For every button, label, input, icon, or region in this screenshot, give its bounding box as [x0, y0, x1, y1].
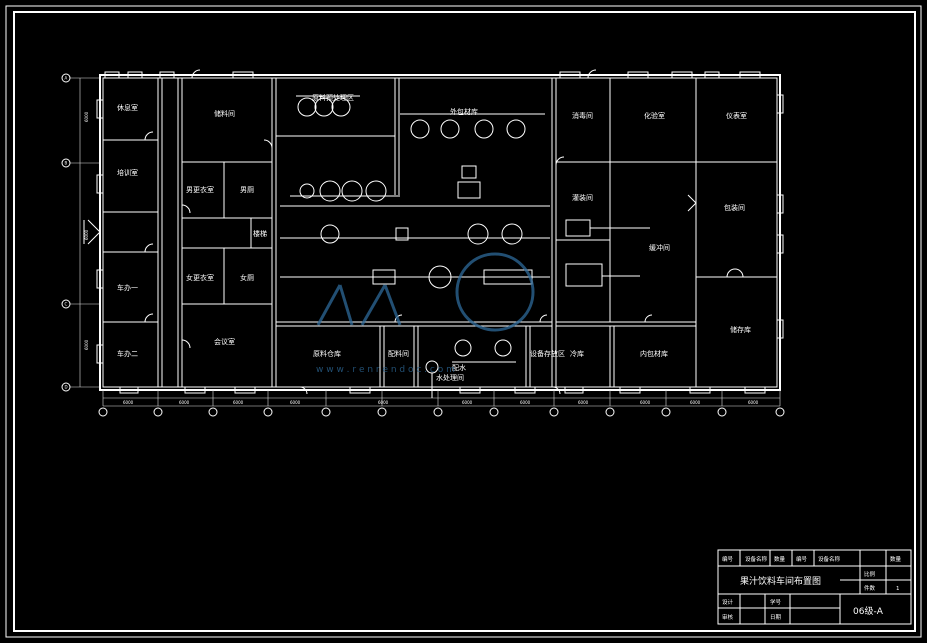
- tb-header: 设备名称: [745, 555, 768, 563]
- dimension-labels: 6000 6000 6000 6000 6000 6000 6000 6000 …: [84, 111, 759, 405]
- tb-header: 编号: [722, 555, 734, 563]
- windows-sides: [96, 94, 784, 364]
- room-label: 外包材库: [450, 107, 478, 116]
- room-label: 内包材库: [640, 349, 668, 358]
- column-axis: [103, 397, 780, 407]
- room-label: 女厕: [240, 273, 254, 282]
- title-block: 编号 设备名称 数量 编号 设备名称 数量 果汁饮料车间布置图 比例 件数 1 …: [717, 549, 912, 625]
- row-label: D: [65, 385, 68, 390]
- tb-header: 设备名称: [818, 555, 841, 563]
- room-label: 原料仓库: [313, 349, 341, 358]
- room-label: 培训室: [117, 168, 138, 177]
- tb-student-no-label: 学号: [770, 598, 782, 606]
- room-label: 车办二: [117, 349, 138, 358]
- row-dim: 6000: [84, 229, 89, 240]
- equipment: [280, 95, 650, 398]
- row-axis-bubbles: A B C D: [61, 73, 71, 392]
- room-label: 配料间: [388, 349, 409, 358]
- row-dim: 6000: [84, 339, 89, 350]
- column-axis-bubbles: [98, 390, 785, 417]
- tb-header: 数量: [774, 555, 786, 563]
- interior-walls: [102, 77, 778, 388]
- row-label: A: [65, 76, 68, 81]
- col-dim: 6000: [462, 400, 473, 405]
- col-dim: 6000: [179, 400, 190, 405]
- row-label: C: [65, 302, 68, 307]
- col-dim: 6000: [290, 400, 301, 405]
- room-label: 灌装间: [572, 193, 593, 202]
- room-label: 仪表室: [726, 111, 747, 120]
- room-label: 休息室: [117, 103, 138, 112]
- room-label: 会议室: [214, 337, 235, 346]
- col-dim: 6000: [123, 400, 134, 405]
- room-label: 男更衣室: [186, 185, 214, 194]
- room-labels: 休息室 培训室 储料间 男更衣室 女更衣室 男厕 女厕 楼梯 车办一 车办二 会…: [117, 93, 751, 382]
- tb-date-label: 日期: [770, 614, 782, 621]
- row-label: B: [65, 161, 68, 166]
- col-dim: 6000: [578, 400, 589, 405]
- col-dim: 6000: [378, 400, 389, 405]
- room-label: 包装间: [724, 203, 745, 212]
- room-label: 化验室: [644, 111, 665, 120]
- room-label: 车办一: [117, 283, 138, 292]
- room-label: 水处理间: [436, 373, 464, 382]
- room-label: 消毒间: [572, 111, 593, 120]
- tb-sheet-value: 1: [896, 586, 900, 592]
- tb-header: 数量: [890, 555, 902, 563]
- tb-header: 编号: [796, 555, 808, 563]
- row-dim: 6000: [84, 111, 89, 122]
- col-dim: 6000: [748, 400, 759, 405]
- room-label: 原料预处理区: [312, 93, 354, 102]
- room-label: 配水: [452, 363, 466, 372]
- tb-design-label: 设计: [722, 598, 734, 606]
- row-axis-lines: [70, 77, 100, 388]
- drawing-number: 06级-A: [853, 605, 884, 617]
- tb-scale-label: 比例: [864, 570, 876, 578]
- watermark: w w w . r e n r e n d o c . c o m: [316, 252, 535, 375]
- tb-sheet-label: 件数: [864, 584, 876, 592]
- col-dim: 6000: [640, 400, 651, 405]
- room-label: 储料间: [214, 109, 235, 118]
- watermark-url: w w w . r e n r e n d o c . c o m: [316, 365, 455, 375]
- col-dim: 6000: [690, 400, 701, 405]
- room-label: 设备存放区: [530, 349, 565, 358]
- building-outline: [99, 74, 781, 391]
- room-label: 楼梯: [253, 229, 267, 238]
- drawing-title: 果汁饮料车间布置图: [740, 575, 821, 587]
- room-label: 缓冲间: [649, 243, 670, 252]
- room-label: 女更衣室: [186, 273, 214, 282]
- inner-border: [13, 11, 916, 632]
- col-dim: 6000: [520, 400, 531, 405]
- tb-check-label: 审核: [722, 613, 734, 621]
- room-label: 储存库: [730, 325, 751, 334]
- outer-border: [5, 5, 922, 638]
- room-label: 冷库: [570, 349, 584, 358]
- col-dim: 6000: [233, 400, 244, 405]
- room-label: 男厕: [240, 186, 254, 194]
